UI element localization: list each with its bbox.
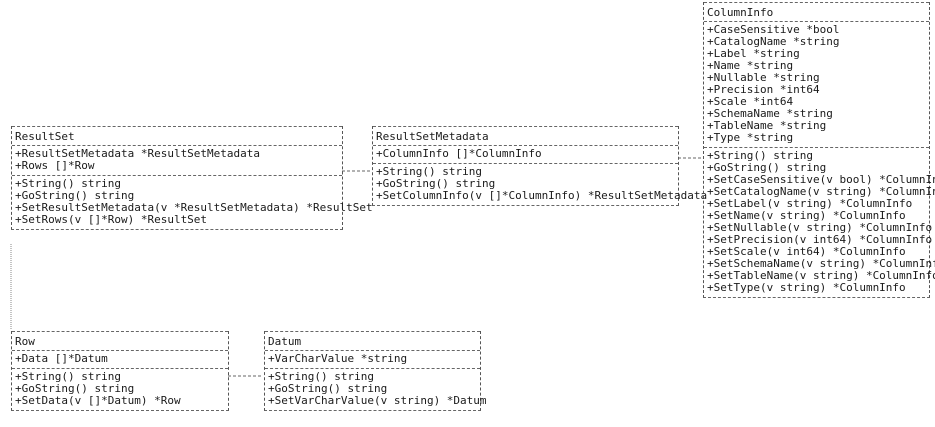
- method: +GoString() string: [707, 161, 827, 174]
- method: +SetData(v []*Datum) *Row: [15, 394, 181, 407]
- methods-section: +String() string +GoString() string +Set…: [265, 368, 487, 410]
- method: +GoString() string: [268, 382, 388, 395]
- methods-section: +String() string +GoString() string +Set…: [704, 147, 935, 297]
- method: +String() string: [268, 370, 374, 383]
- class-box-datum: Datum +VarCharValue *string +String() st…: [264, 331, 487, 411]
- field: +ColumnInfo []*ColumnInfo: [376, 147, 542, 160]
- class-name: ResultSetMetadata: [376, 130, 489, 143]
- field: +Data []*Datum: [15, 352, 108, 365]
- class-box-columninfo: ColumnInfo +CaseSensitive *bool +Catalog…: [703, 2, 935, 298]
- class-box-resultset: ResultSet +ResultSetMetadata *ResultSetM…: [11, 126, 373, 230]
- box-top-border: [265, 331, 480, 332]
- method: +String() string: [15, 177, 121, 190]
- method: +SetVarCharValue(v string) *Datum: [268, 394, 487, 407]
- fields-section: +CaseSensitive *bool +CatalogName *strin…: [704, 21, 929, 147]
- fields-section: +VarCharValue *string: [265, 350, 480, 368]
- field: +CatalogName *string: [707, 35, 840, 48]
- class-name: Datum: [268, 335, 302, 348]
- method: +SetName(v string) *ColumnInfo: [707, 209, 906, 222]
- field: +Precision *int64: [707, 83, 820, 96]
- method: +SetNullable(v string) *ColumnInfo: [707, 221, 933, 234]
- field: +CaseSensitive *bool: [707, 23, 840, 36]
- class-box-resultsetmetadata: ResultSetMetadata +ColumnInfo []*ColumnI…: [372, 126, 708, 206]
- field: +TableName *string: [707, 119, 827, 132]
- method: +SetResultSetMetadata(v *ResultSetMetada…: [15, 201, 373, 214]
- field: +SchemaName *string: [707, 107, 833, 120]
- method: +SetCatalogName(v string) *ColumnInfo: [707, 185, 935, 198]
- field: +Label *string: [707, 47, 800, 60]
- class-name: ResultSet: [15, 130, 75, 143]
- method: +SetPrecision(v int64) *ColumnInfo: [707, 233, 933, 246]
- box-top-border: [12, 331, 228, 332]
- fields-section: +ColumnInfo []*ColumnInfo: [373, 145, 678, 163]
- field: +Type *string: [707, 131, 794, 144]
- fields-section: +ResultSetMetadata *ResultSetMetadata +R…: [12, 145, 342, 175]
- method: +GoString() string: [376, 177, 496, 190]
- method: +SetCaseSensitive(v bool) *ColumnInfo: [707, 173, 935, 186]
- method: +SetTableName(v string) *ColumnInfo: [707, 269, 935, 282]
- method: +String() string: [376, 165, 482, 178]
- fields-section: +Data []*Datum: [12, 350, 228, 368]
- class-name: Row: [15, 335, 35, 348]
- method: +SetLabel(v string) *ColumnInfo: [707, 197, 913, 210]
- field: +Name *string: [707, 59, 794, 72]
- box-top-border: [704, 2, 929, 3]
- class-name: ColumnInfo: [707, 6, 774, 19]
- box-top-border: [373, 126, 678, 127]
- methods-section: +String() string +GoString() string +Set…: [373, 163, 708, 205]
- methods-section: +String() string +GoString() string +Set…: [12, 175, 373, 229]
- field: +VarCharValue *string: [268, 352, 408, 365]
- field: +Rows []*Row: [15, 159, 95, 172]
- method: +SetScale(v int64) *ColumnInfo: [707, 245, 906, 258]
- field: +Scale *int64: [707, 95, 794, 108]
- class-box-row: Row +Data []*Datum +String() string +GoS…: [11, 331, 229, 411]
- method: +String() string: [707, 149, 813, 162]
- field: +Nullable *string: [707, 71, 820, 84]
- field: +ResultSetMetadata *ResultSetMetadata: [15, 147, 261, 160]
- methods-section: +String() string +GoString() string +Set…: [12, 368, 228, 410]
- method: +GoString() string: [15, 189, 135, 202]
- method: +GoString() string: [15, 382, 135, 395]
- method: +SetColumnInfo(v []*ColumnInfo) *ResultS…: [376, 189, 708, 202]
- box-top-border: [12, 126, 342, 127]
- method: +SetRows(v []*Row) *ResultSet: [15, 213, 208, 226]
- method: +String() string: [15, 370, 121, 383]
- method: +SetType(v string) *ColumnInfo: [707, 281, 906, 294]
- method: +SetSchemaName(v string) *ColumnInfo: [707, 257, 935, 270]
